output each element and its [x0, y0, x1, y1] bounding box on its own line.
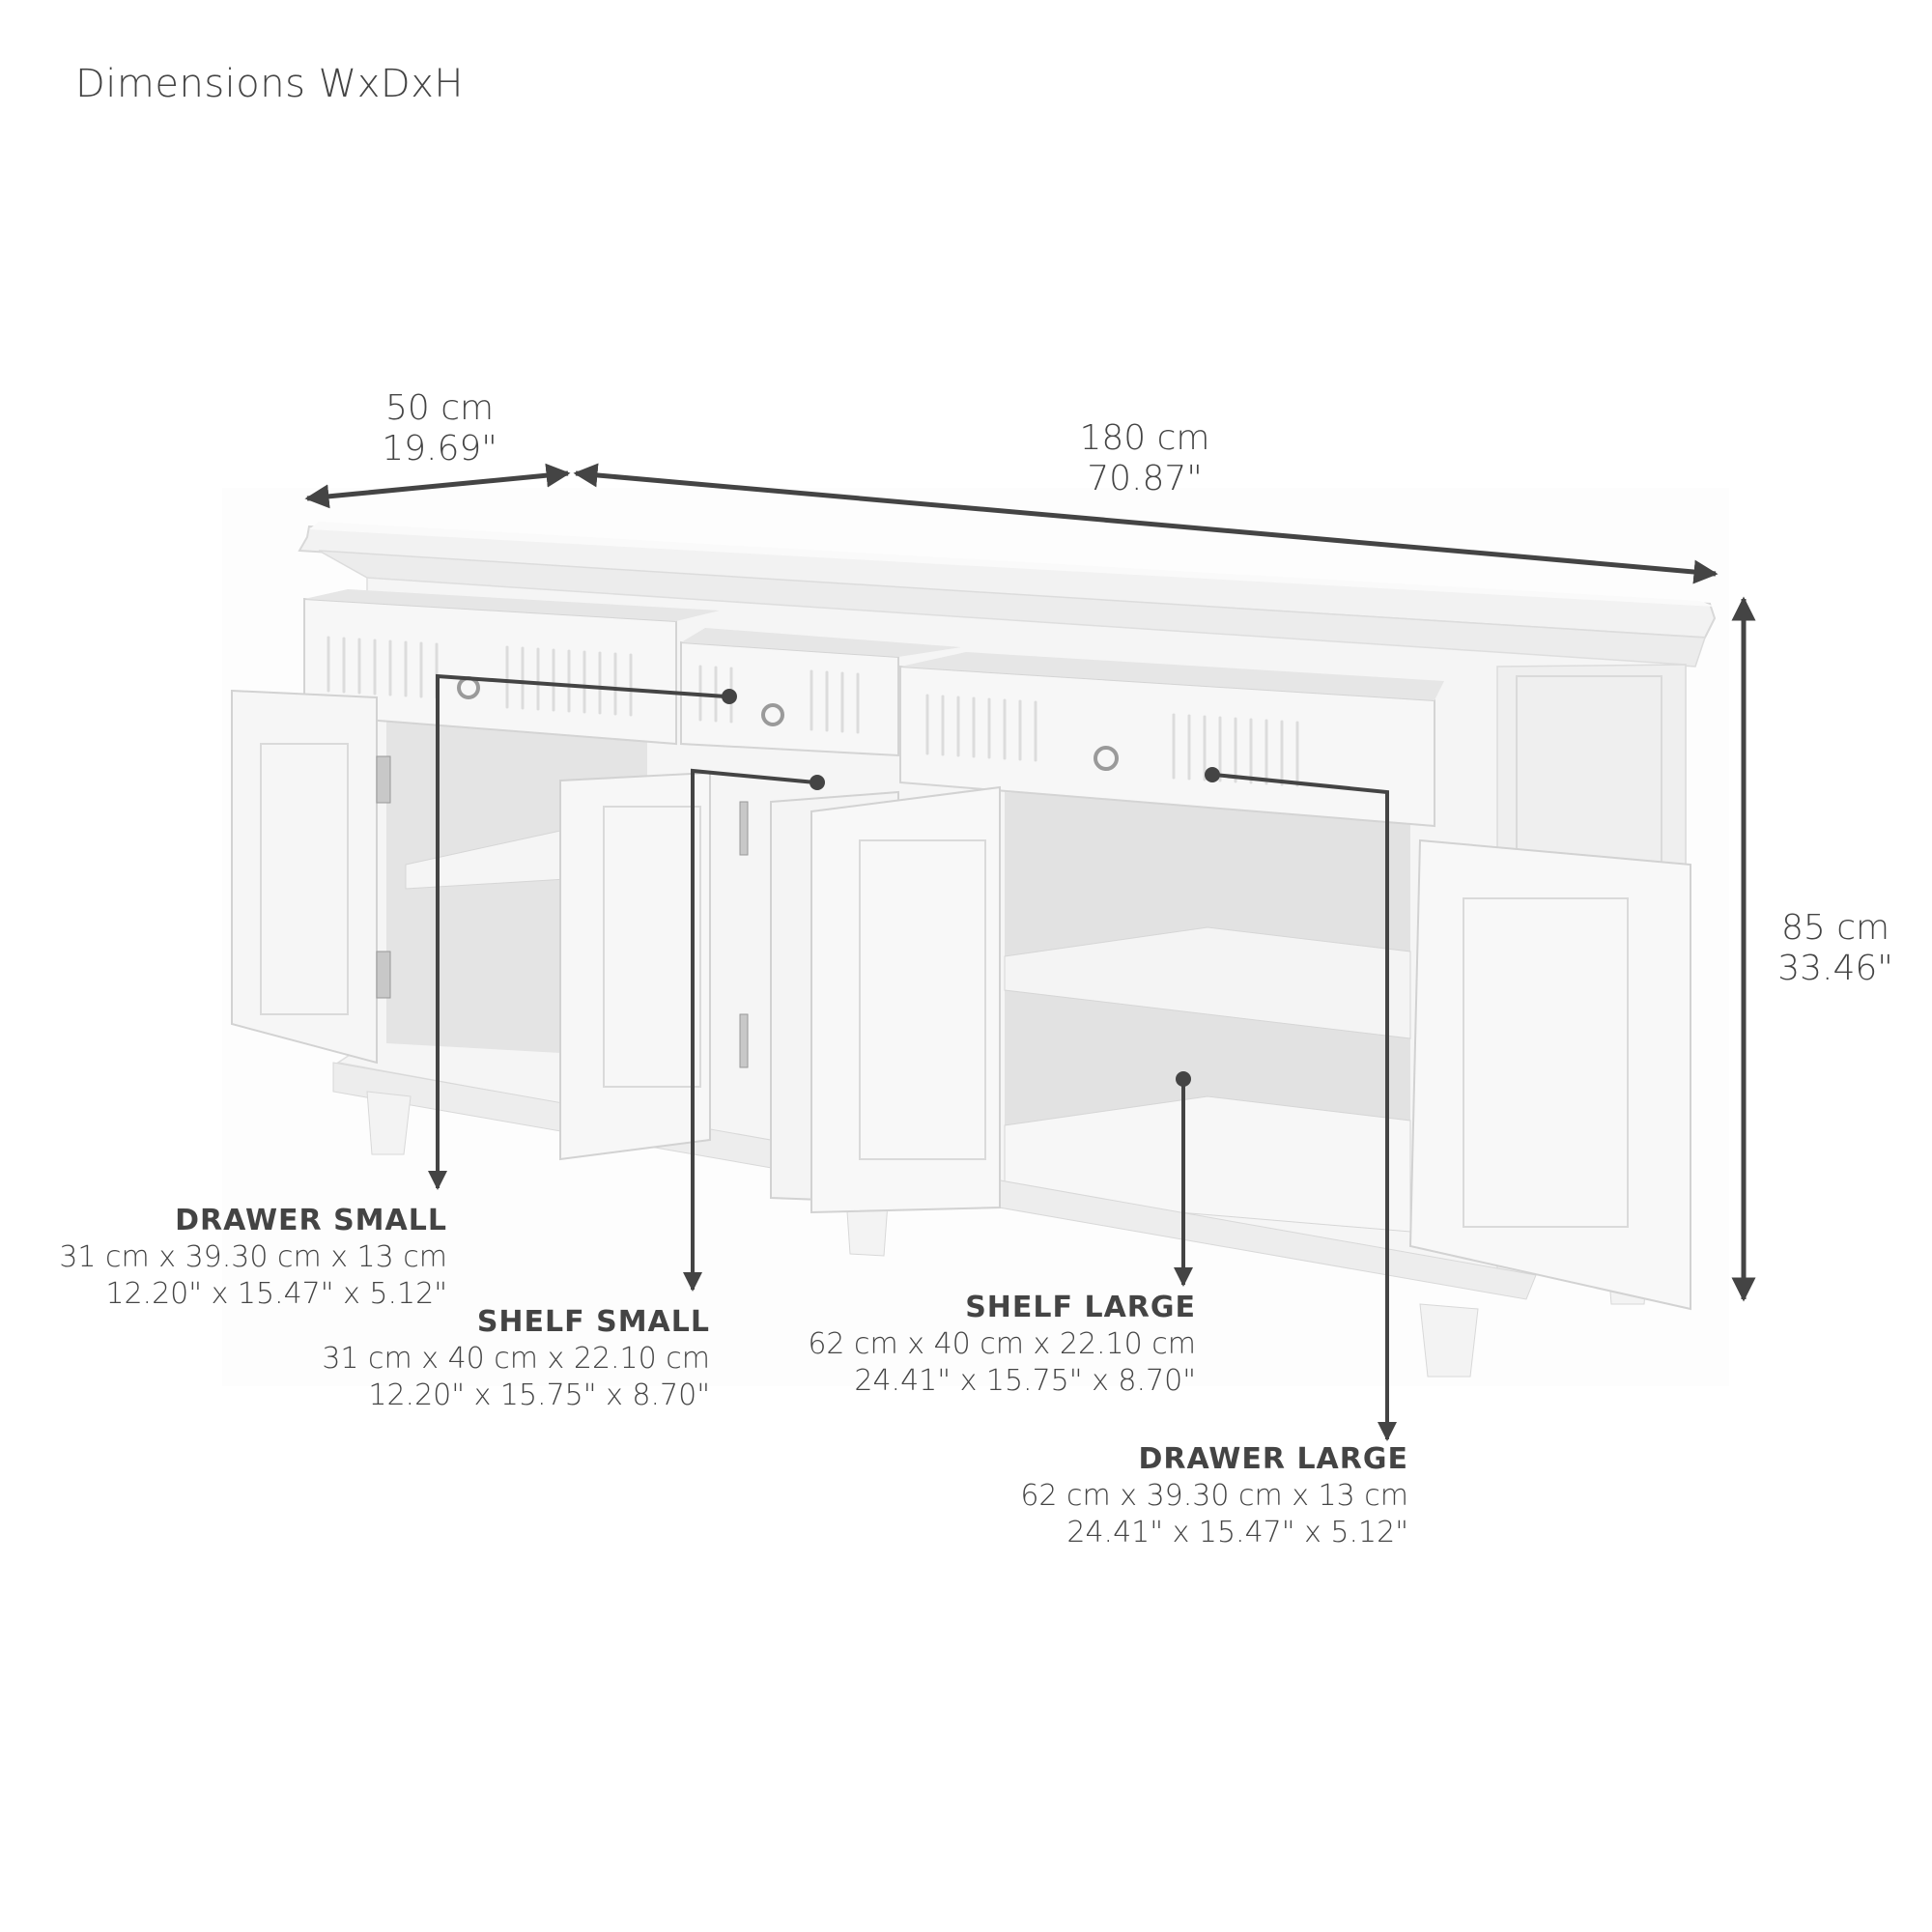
leg	[366, 1091, 412, 1155]
callout-imperial: 24.41" x 15.75" x 8.70"	[854, 1364, 1196, 1398]
callout-imperial: 12.20" x 15.47" x 5.12"	[105, 1277, 447, 1311]
height-in: 33.46"	[1777, 949, 1893, 988]
callout-imperial: 24.41" x 15.47" x 5.12"	[1066, 1516, 1408, 1549]
callout-drawer-large: DRAWER LARGE 62 cm x 39.30 cm x 13 cm 24…	[1020, 1441, 1408, 1551]
height-cm: 85 cm	[1780, 908, 1890, 948]
callout-title: DRAWER SMALL	[175, 1204, 447, 1237]
callout-imperial: 12.20" x 15.75" x 8.70"	[368, 1378, 710, 1412]
width-in: 70.87"	[1087, 459, 1203, 498]
depth-label: 50 cm 19.69"	[367, 388, 512, 469]
depth-in: 19.69"	[382, 429, 497, 469]
callout-title: SHELF LARGE	[965, 1291, 1196, 1324]
callout-metric: 31 cm x 39.30 cm x 13 cm	[59, 1240, 447, 1274]
leg	[1419, 1303, 1479, 1378]
drawer-large-leader	[1213, 773, 1397, 1441]
callout-metric: 62 cm x 40 cm x 22.10 cm	[808, 1327, 1196, 1361]
depth-arrow	[304, 463, 571, 509]
callout-metric: 62 cm x 39.30 cm x 13 cm	[1020, 1479, 1408, 1513]
callout-shelf-small: SHELF SMALL 31 cm x 40 cm x 22.10 cm 12.…	[322, 1304, 710, 1414]
depth-cm: 50 cm	[384, 388, 495, 428]
door-right	[1408, 838, 1691, 1311]
callout-shelf-large: SHELF LARGE 62 cm x 40 cm x 22.10 cm 24.…	[808, 1290, 1196, 1400]
drawer-small-middle	[680, 640, 899, 757]
shelf-small-leader	[683, 768, 816, 1292]
width-cm: 180 cm	[1079, 418, 1210, 458]
door-middle-front	[810, 785, 1001, 1214]
door-left-outer	[231, 689, 378, 1065]
callout-title: DRAWER LARGE	[1138, 1442, 1408, 1476]
callout-drawer-small: DRAWER SMALL 31 cm x 39.30 cm x 13 cm 12…	[59, 1203, 447, 1313]
callout-metric: 31 cm x 40 cm x 22.10 cm	[322, 1342, 710, 1376]
callout-title: SHELF SMALL	[476, 1305, 710, 1339]
door-left-inner	[559, 771, 711, 1161]
width-arrow	[573, 463, 1719, 584]
height-label: 85 cm 33.46"	[1753, 908, 1918, 989]
drawer-small-leader	[428, 673, 726, 1190]
width-label: 180 cm 70.87"	[1063, 418, 1227, 499]
page-title: Dimensions WxDxH	[75, 62, 464, 106]
